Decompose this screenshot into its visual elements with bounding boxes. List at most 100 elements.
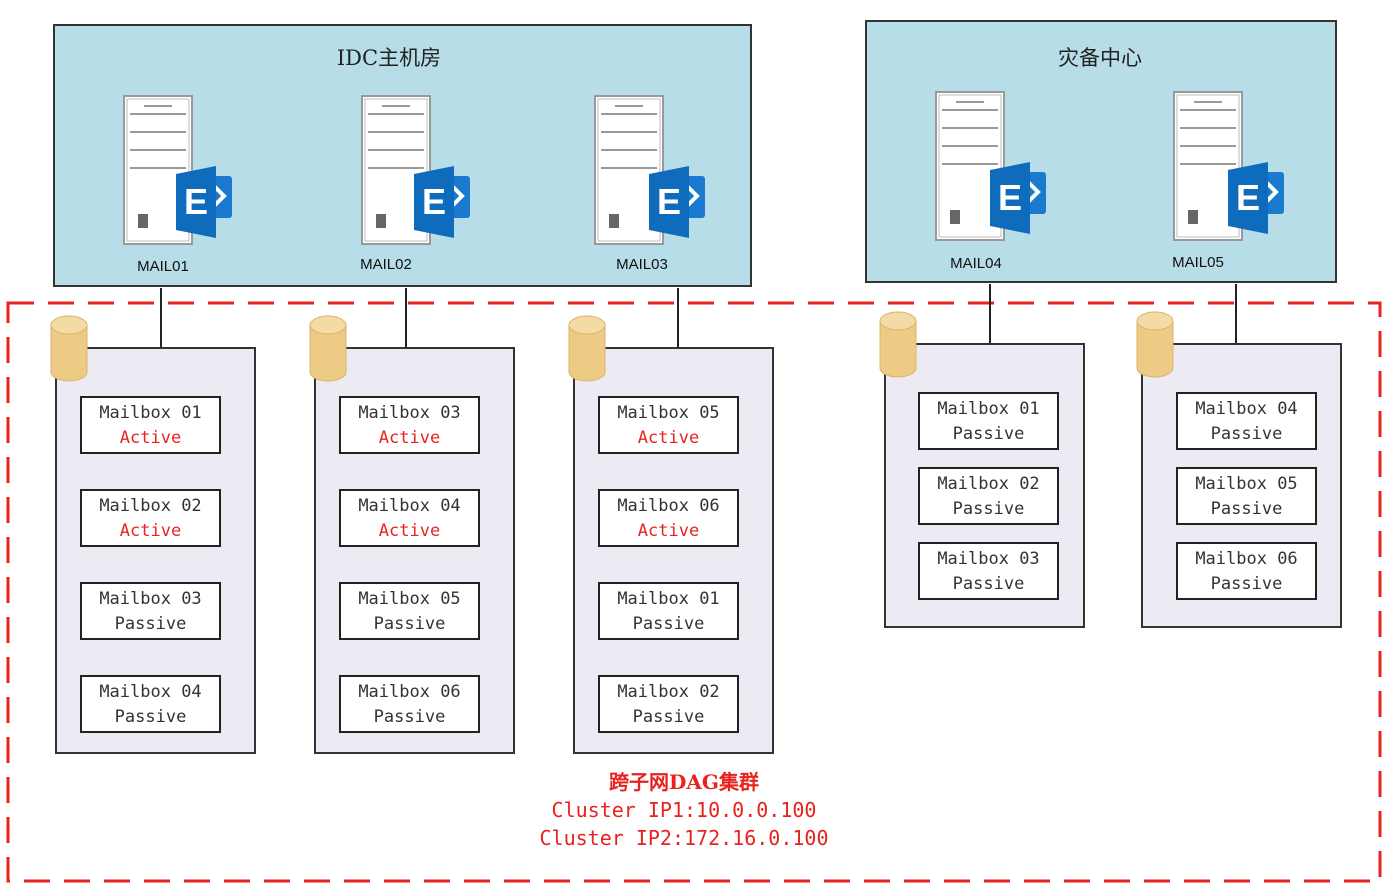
database-cylinder-icon — [1136, 311, 1174, 378]
mailbox-state: Active — [638, 521, 699, 541]
mailbox-database-item: Mailbox 04 Active — [339, 489, 480, 547]
mailbox-state: Passive — [115, 707, 187, 727]
server-label: MAIL01 — [137, 258, 189, 275]
mailbox-name: Mailbox 03 — [358, 403, 460, 423]
server-mail05: MAIL05 — [1172, 91, 1286, 271]
mailbox-database-item: Mailbox 01 Passive — [598, 582, 739, 640]
mailbox-name: Mailbox 03 — [937, 549, 1039, 569]
mailbox-name: Mailbox 06 — [617, 496, 719, 516]
mailbox-database-item: Mailbox 04 Passive — [80, 675, 221, 733]
mailbox-database-item: Mailbox 06 Passive — [1176, 542, 1317, 600]
mailbox-state: Active — [120, 521, 181, 541]
mailbox-box — [598, 675, 739, 733]
server-label: MAIL02 — [360, 256, 412, 273]
mailbox-name: Mailbox 01 — [617, 589, 719, 609]
mailbox-box — [80, 582, 221, 640]
mailbox-box — [598, 582, 739, 640]
database-cylinder-icon — [309, 315, 347, 382]
mailbox-state: Active — [638, 428, 699, 448]
mailbox-state: Passive — [374, 707, 446, 727]
mailbox-database-item: Mailbox 03 Active — [339, 396, 480, 454]
mailbox-state: Passive — [374, 614, 446, 634]
mailbox-state: Passive — [953, 499, 1025, 519]
site-idc-title: IDC主机房 — [337, 46, 441, 70]
mailbox-name: Mailbox 04 — [1195, 399, 1297, 419]
mailbox-name: Mailbox 05 — [1195, 474, 1297, 494]
mailbox-box — [918, 542, 1059, 600]
mailbox-database-item: Mailbox 02 Passive — [918, 467, 1059, 525]
server-label: MAIL03 — [616, 256, 668, 273]
mailbox-state: Passive — [633, 707, 705, 727]
mailbox-name: Mailbox 05 — [358, 589, 460, 609]
mailbox-state: Passive — [953, 424, 1025, 444]
mailbox-state: Passive — [633, 614, 705, 634]
mailbox-state: Passive — [1211, 499, 1283, 519]
mailbox-box — [1176, 467, 1317, 525]
mailbox-database-item: Mailbox 06 Active — [598, 489, 739, 547]
mailbox-state: Active — [379, 428, 440, 448]
server-mail02: MAIL02 — [360, 95, 472, 273]
mailbox-box — [598, 396, 739, 454]
database-cylinder-icon — [879, 311, 917, 378]
mailbox-database-item: Mailbox 06 Passive — [339, 675, 480, 733]
mailbox-box — [339, 489, 480, 547]
mailbox-box — [80, 396, 221, 454]
mailbox-name: Mailbox 06 — [1195, 549, 1297, 569]
mailbox-state: Passive — [953, 574, 1025, 594]
mailbox-name: Mailbox 06 — [358, 682, 460, 702]
mailbox-database-item: Mailbox 05 Passive — [1176, 467, 1317, 525]
mailbox-state: Passive — [1211, 424, 1283, 444]
mailbox-database-item: Mailbox 04 Passive — [1176, 392, 1317, 450]
database-cylinder-icon — [568, 315, 606, 382]
dag-boundary — [6, 301, 1382, 883]
mailbox-box — [339, 582, 480, 640]
mailbox-state: Active — [379, 521, 440, 541]
database-cylinder-icon — [50, 315, 88, 382]
server-mail03: MAIL03 — [594, 95, 707, 273]
site-dr-title: 灾备中心 — [1058, 46, 1142, 70]
mailbox-box — [339, 675, 480, 733]
mailbox-database-item: Mailbox 03 Passive — [918, 542, 1059, 600]
mailbox-database-item: Mailbox 05 Active — [598, 396, 739, 454]
mailbox-box — [80, 489, 221, 547]
cluster-caption: 跨子网DAG集群 Cluster IP1:10.0.0.100 Cluster … — [540, 770, 829, 850]
mailbox-name: Mailbox 02 — [937, 474, 1039, 494]
mailbox-database-item: Mailbox 02 Active — [80, 489, 221, 547]
cluster-title: 跨子网DAG集群 — [609, 770, 759, 794]
mailbox-database-item: Mailbox 01 Active — [80, 396, 221, 454]
mailbox-name: Mailbox 04 — [99, 682, 201, 702]
mailbox-name: Mailbox 03 — [99, 589, 201, 609]
mailbox-box — [1176, 542, 1317, 600]
mailbox-box — [1176, 392, 1317, 450]
server-label: MAIL04 — [950, 255, 1002, 272]
mailbox-state: Passive — [1211, 574, 1283, 594]
mailbox-box — [918, 467, 1059, 525]
mailbox-database-item: Mailbox 01 Passive — [918, 392, 1059, 450]
mailbox-state: Passive — [115, 614, 187, 634]
mailbox-box — [339, 396, 480, 454]
server-mail01: MAIL01 — [123, 95, 234, 275]
mailbox-database-item: Mailbox 05 Passive — [339, 582, 480, 640]
mailbox-name: Mailbox 01 — [99, 403, 201, 423]
cluster-ip2: Cluster IP2:172.16.0.100 — [540, 826, 829, 850]
server-mail04: MAIL04 — [935, 91, 1048, 272]
cluster-ip1: Cluster IP1:10.0.0.100 — [552, 798, 817, 822]
mailbox-database-item: Mailbox 02 Passive — [598, 675, 739, 733]
mailbox-box — [80, 675, 221, 733]
server-label: MAIL05 — [1172, 254, 1224, 271]
mailbox-name: Mailbox 01 — [937, 399, 1039, 419]
mailbox-database-item: Mailbox 03 Passive — [80, 582, 221, 640]
mailbox-name: Mailbox 02 — [617, 682, 719, 702]
mailbox-name: Mailbox 02 — [99, 496, 201, 516]
mailbox-name: Mailbox 05 — [617, 403, 719, 423]
mailbox-name: Mailbox 04 — [358, 496, 460, 516]
mailbox-box — [918, 392, 1059, 450]
mailbox-state: Active — [120, 428, 181, 448]
